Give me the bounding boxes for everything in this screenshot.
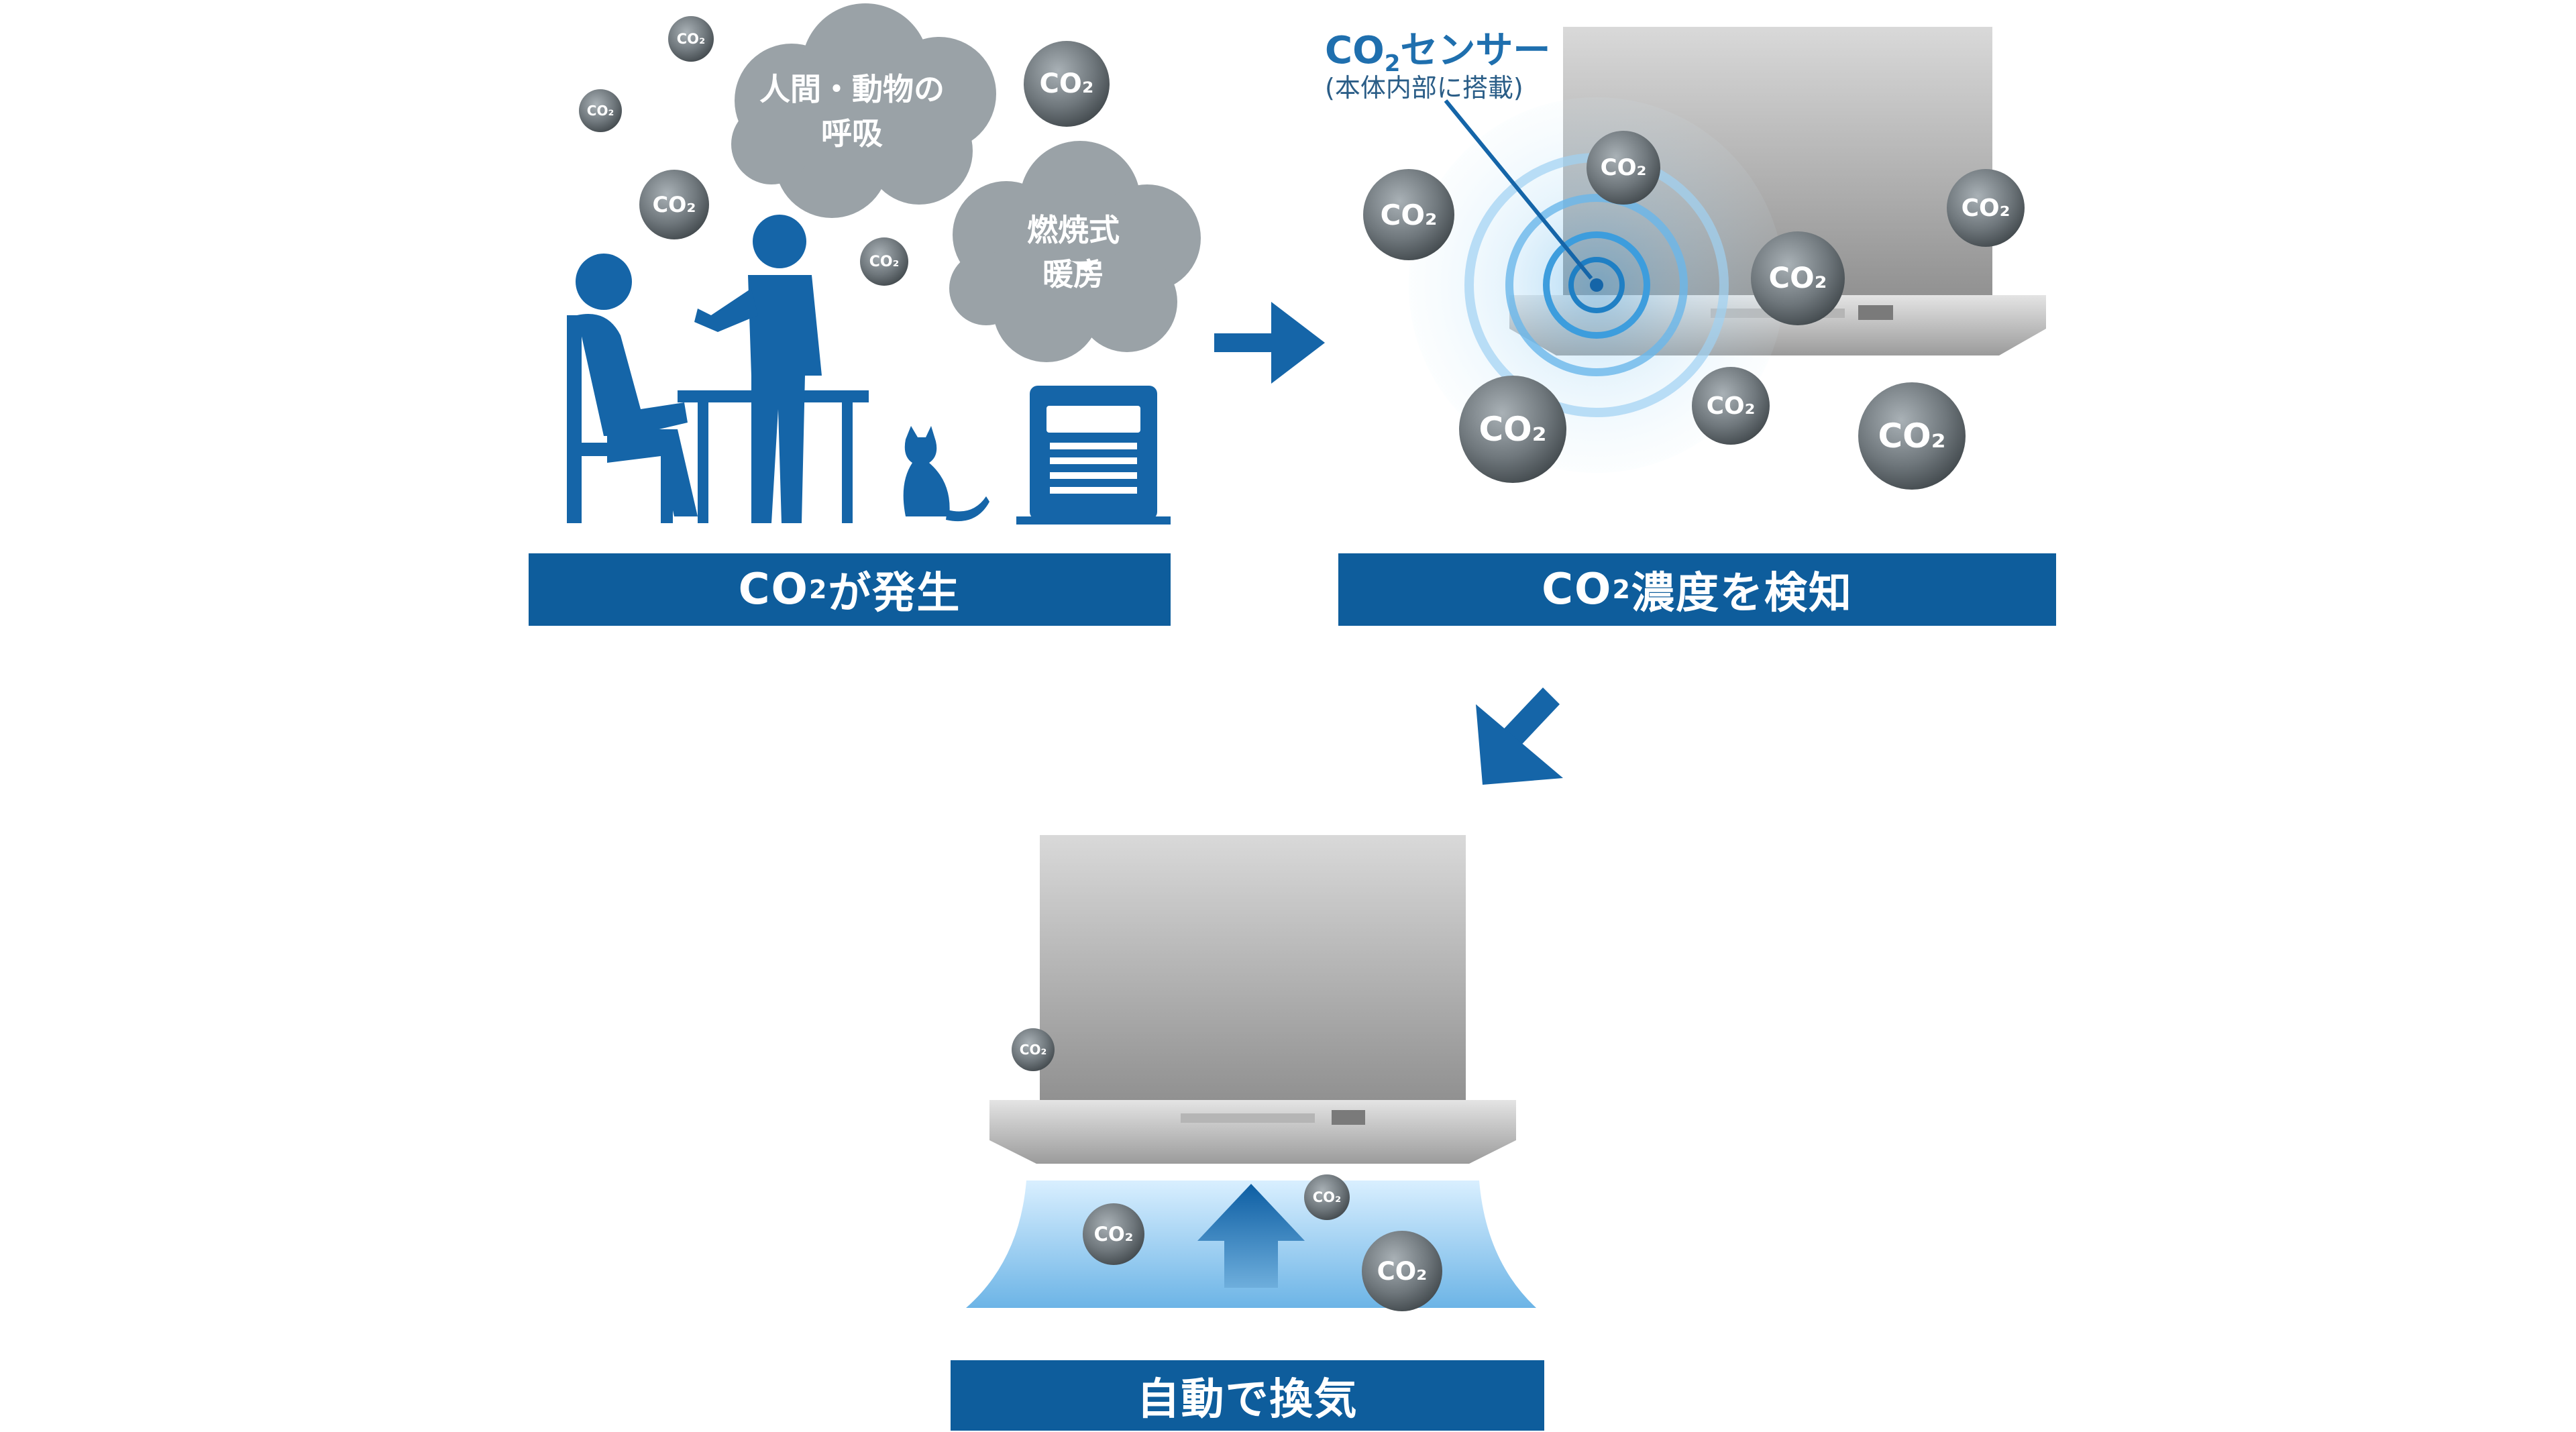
seated-person-icon	[567, 254, 698, 523]
co2-label: CO₂	[676, 31, 706, 47]
standing-person-icon	[694, 215, 822, 523]
co2-label: CO₂	[1961, 194, 2010, 222]
co2-label: CO₂	[1377, 1256, 1428, 1286]
co2-molecules-step2	[1363, 131, 2025, 490]
sensor-title-rest: センサー	[1400, 29, 1551, 72]
co2-label: CO₂	[586, 103, 614, 119]
arrow-right-icon	[1214, 302, 1325, 384]
cloud-breath-line2: 呼吸	[821, 115, 883, 152]
co2-label: CO₂	[1039, 68, 1094, 99]
sensor-note: (本体内部に搭載)	[1325, 73, 1523, 103]
sensor-callout-line	[1444, 99, 1593, 280]
co2-label: CO₂	[869, 253, 900, 270]
arrow-down-left-icon	[1476, 687, 1563, 785]
step2-label-rest: 濃度を検知	[1631, 569, 1853, 618]
step1-illustration	[567, 3, 1325, 525]
step2-illustration	[1363, 27, 2046, 785]
co2-label: CO₂	[1600, 154, 1647, 181]
co2-molecules-step1	[579, 16, 1110, 286]
co2-label: CO₂	[1380, 198, 1438, 231]
co2-label: CO₂	[1312, 1189, 1342, 1205]
heater-icon	[1016, 386, 1171, 525]
co2-label: CO₂	[1706, 392, 1756, 420]
step2-label-sub: 2	[1612, 575, 1631, 604]
co2-label: CO₂	[652, 192, 696, 217]
step1-label-rest: が発生	[828, 569, 961, 618]
step1-label-sub: 2	[808, 575, 828, 604]
up-arrow-icon	[1197, 1184, 1305, 1288]
co2-label: CO₂	[1019, 1042, 1047, 1058]
cloud-breath-text: 人間・動物の 呼吸	[751, 67, 953, 156]
cat-icon	[903, 426, 989, 522]
range-hood-base-step3	[989, 1100, 1516, 1164]
sensor-title-co: CO	[1325, 29, 1385, 72]
step3-illustration	[966, 835, 1536, 1311]
cloud-heater-line2: 暖房	[1042, 256, 1104, 292]
step3-label-text: 自動で換気	[1136, 1374, 1358, 1425]
sensor-title-sub: 2	[1384, 50, 1401, 78]
step3-label: 自動で換気	[951, 1360, 1544, 1431]
cloud-heater-icon	[949, 141, 1201, 362]
cloud-breath-line1: 人間・動物の	[759, 71, 945, 107]
sensor-title: CO2センサー	[1325, 20, 1550, 77]
co2-label: CO₂	[1878, 417, 1946, 455]
co2-label: CO₂	[1479, 410, 1547, 449]
step1-label-co: CO	[738, 565, 809, 614]
cloud-heater-line1: 燃焼式	[1027, 212, 1120, 248]
co2-label: CO₂	[1093, 1223, 1134, 1246]
step2-label-co: CO	[1542, 565, 1613, 614]
cloud-heater-text: 燃焼式 暖房	[993, 208, 1154, 296]
cloud-breath-icon	[731, 3, 996, 218]
co2-label: CO₂	[1768, 262, 1827, 295]
range-hood-body-step3	[1040, 835, 1466, 1110]
co2-molecules-step3	[1012, 1028, 1442, 1311]
